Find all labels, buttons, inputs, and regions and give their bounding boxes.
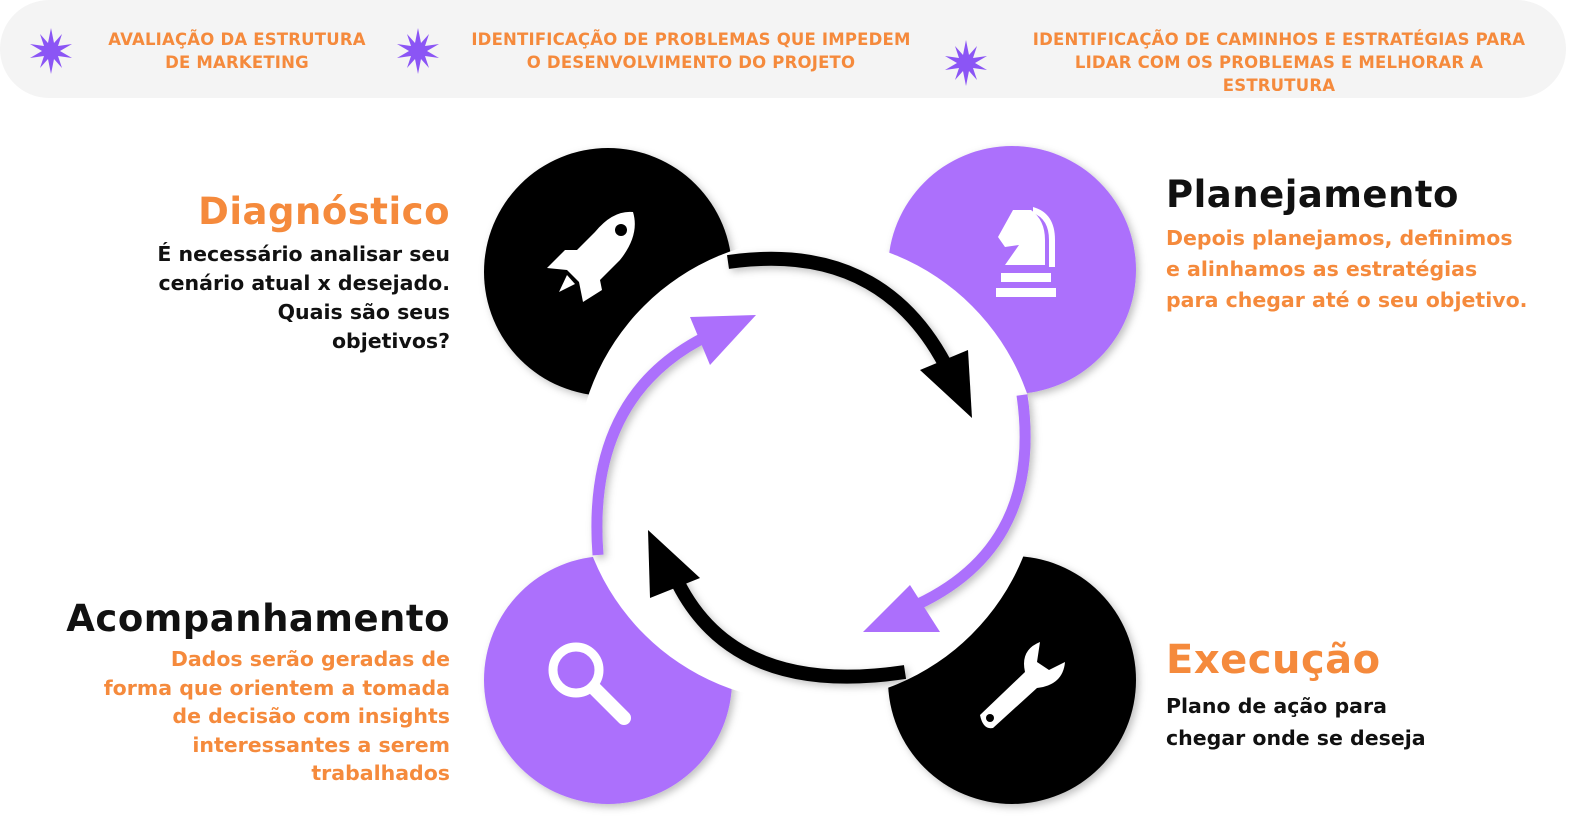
banner-text-line1: IDENTIFICAÇÃO DE PROBLEMAS QUE IMPEDEM [471,30,911,49]
banner: AVALIAÇÃO DA ESTRUTURA DE MARKETING IDENT… [0,0,1566,98]
arrow-left-purple [591,315,756,556]
text-line: interessantes a serem [192,732,450,757]
text-line: forma que orientem a tomada [103,675,450,700]
planejamento-description: Depois planejamos, definimos e alinhamos… [1166,223,1527,316]
banner-text-line1: AVALIAÇÃO DA ESTRUTURA [108,30,366,49]
banner-text-line2: DE MARKETING [165,53,309,72]
banner-text-line2: LIDAR COM OS PROBLEMAS E MELHORAR A ESTR… [1074,53,1484,95]
acompanhamento-description: Dados serão geradas de forma que oriente… [70,645,450,788]
acompanhamento-title: Acompanhamento [66,597,450,640]
text-line: Dados serão geradas de [170,647,450,671]
execucao-description: Plano de ação para chegar onde se deseja [1166,690,1426,754]
text-line: Depois planejamos, definimos [1166,226,1513,250]
magnifier-icon [548,642,631,725]
arrow-bottom-black [648,530,907,684]
arrow-top-black [727,251,972,418]
banner-item: IDENTIFICAÇÃO DE CAMINHOS E ESTRATÉGIAS … [943,28,1539,97]
text-line: de decisão com insights [172,704,450,728]
banner-text-line2: O DESENVOLVIMENTO DO PROJETO [526,53,856,72]
text-line: É necessário analisar seu [157,242,450,266]
banner-item: AVALIAÇÃO DA ESTRUTURA DE MARKETING [28,28,367,74]
text-line: chegar onde se deseja [1166,726,1426,750]
chess-knight-icon [996,207,1056,297]
star-burst-icon [30,28,72,74]
banner-text-line1: IDENTIFICAÇÃO DE CAMINHOS E ESTRATÉGIAS … [1032,30,1526,49]
text-line: cenário atual x desejado. [158,271,450,295]
text-line: e alinhamos as estratégias [1166,257,1478,281]
text-line: trabalhados [311,761,450,785]
execucao-title: Execução [1166,637,1381,683]
diagnostico-title: Diagnóstico [198,190,450,233]
text-line: Quais são seus [277,300,450,324]
diagnostico-description: É necessário analisar seu cenário atual … [90,240,450,356]
rocket-icon [547,211,635,302]
text-line: Plano de ação para [1166,694,1387,718]
planejamento-title: Planejamento [1166,173,1459,216]
star-burst-icon [945,39,987,86]
center-circle [576,238,1040,702]
banner-item: IDENTIFICAÇÃO DE PROBLEMAS QUE IMPEDEM O … [395,28,911,74]
wrench-icon [980,642,1065,729]
star-burst-icon [397,28,439,74]
text-line: para chegar até o seu objetivo. [1166,288,1528,312]
arrow-right-purple [863,394,1031,632]
text-line: objetivos? [331,329,450,353]
